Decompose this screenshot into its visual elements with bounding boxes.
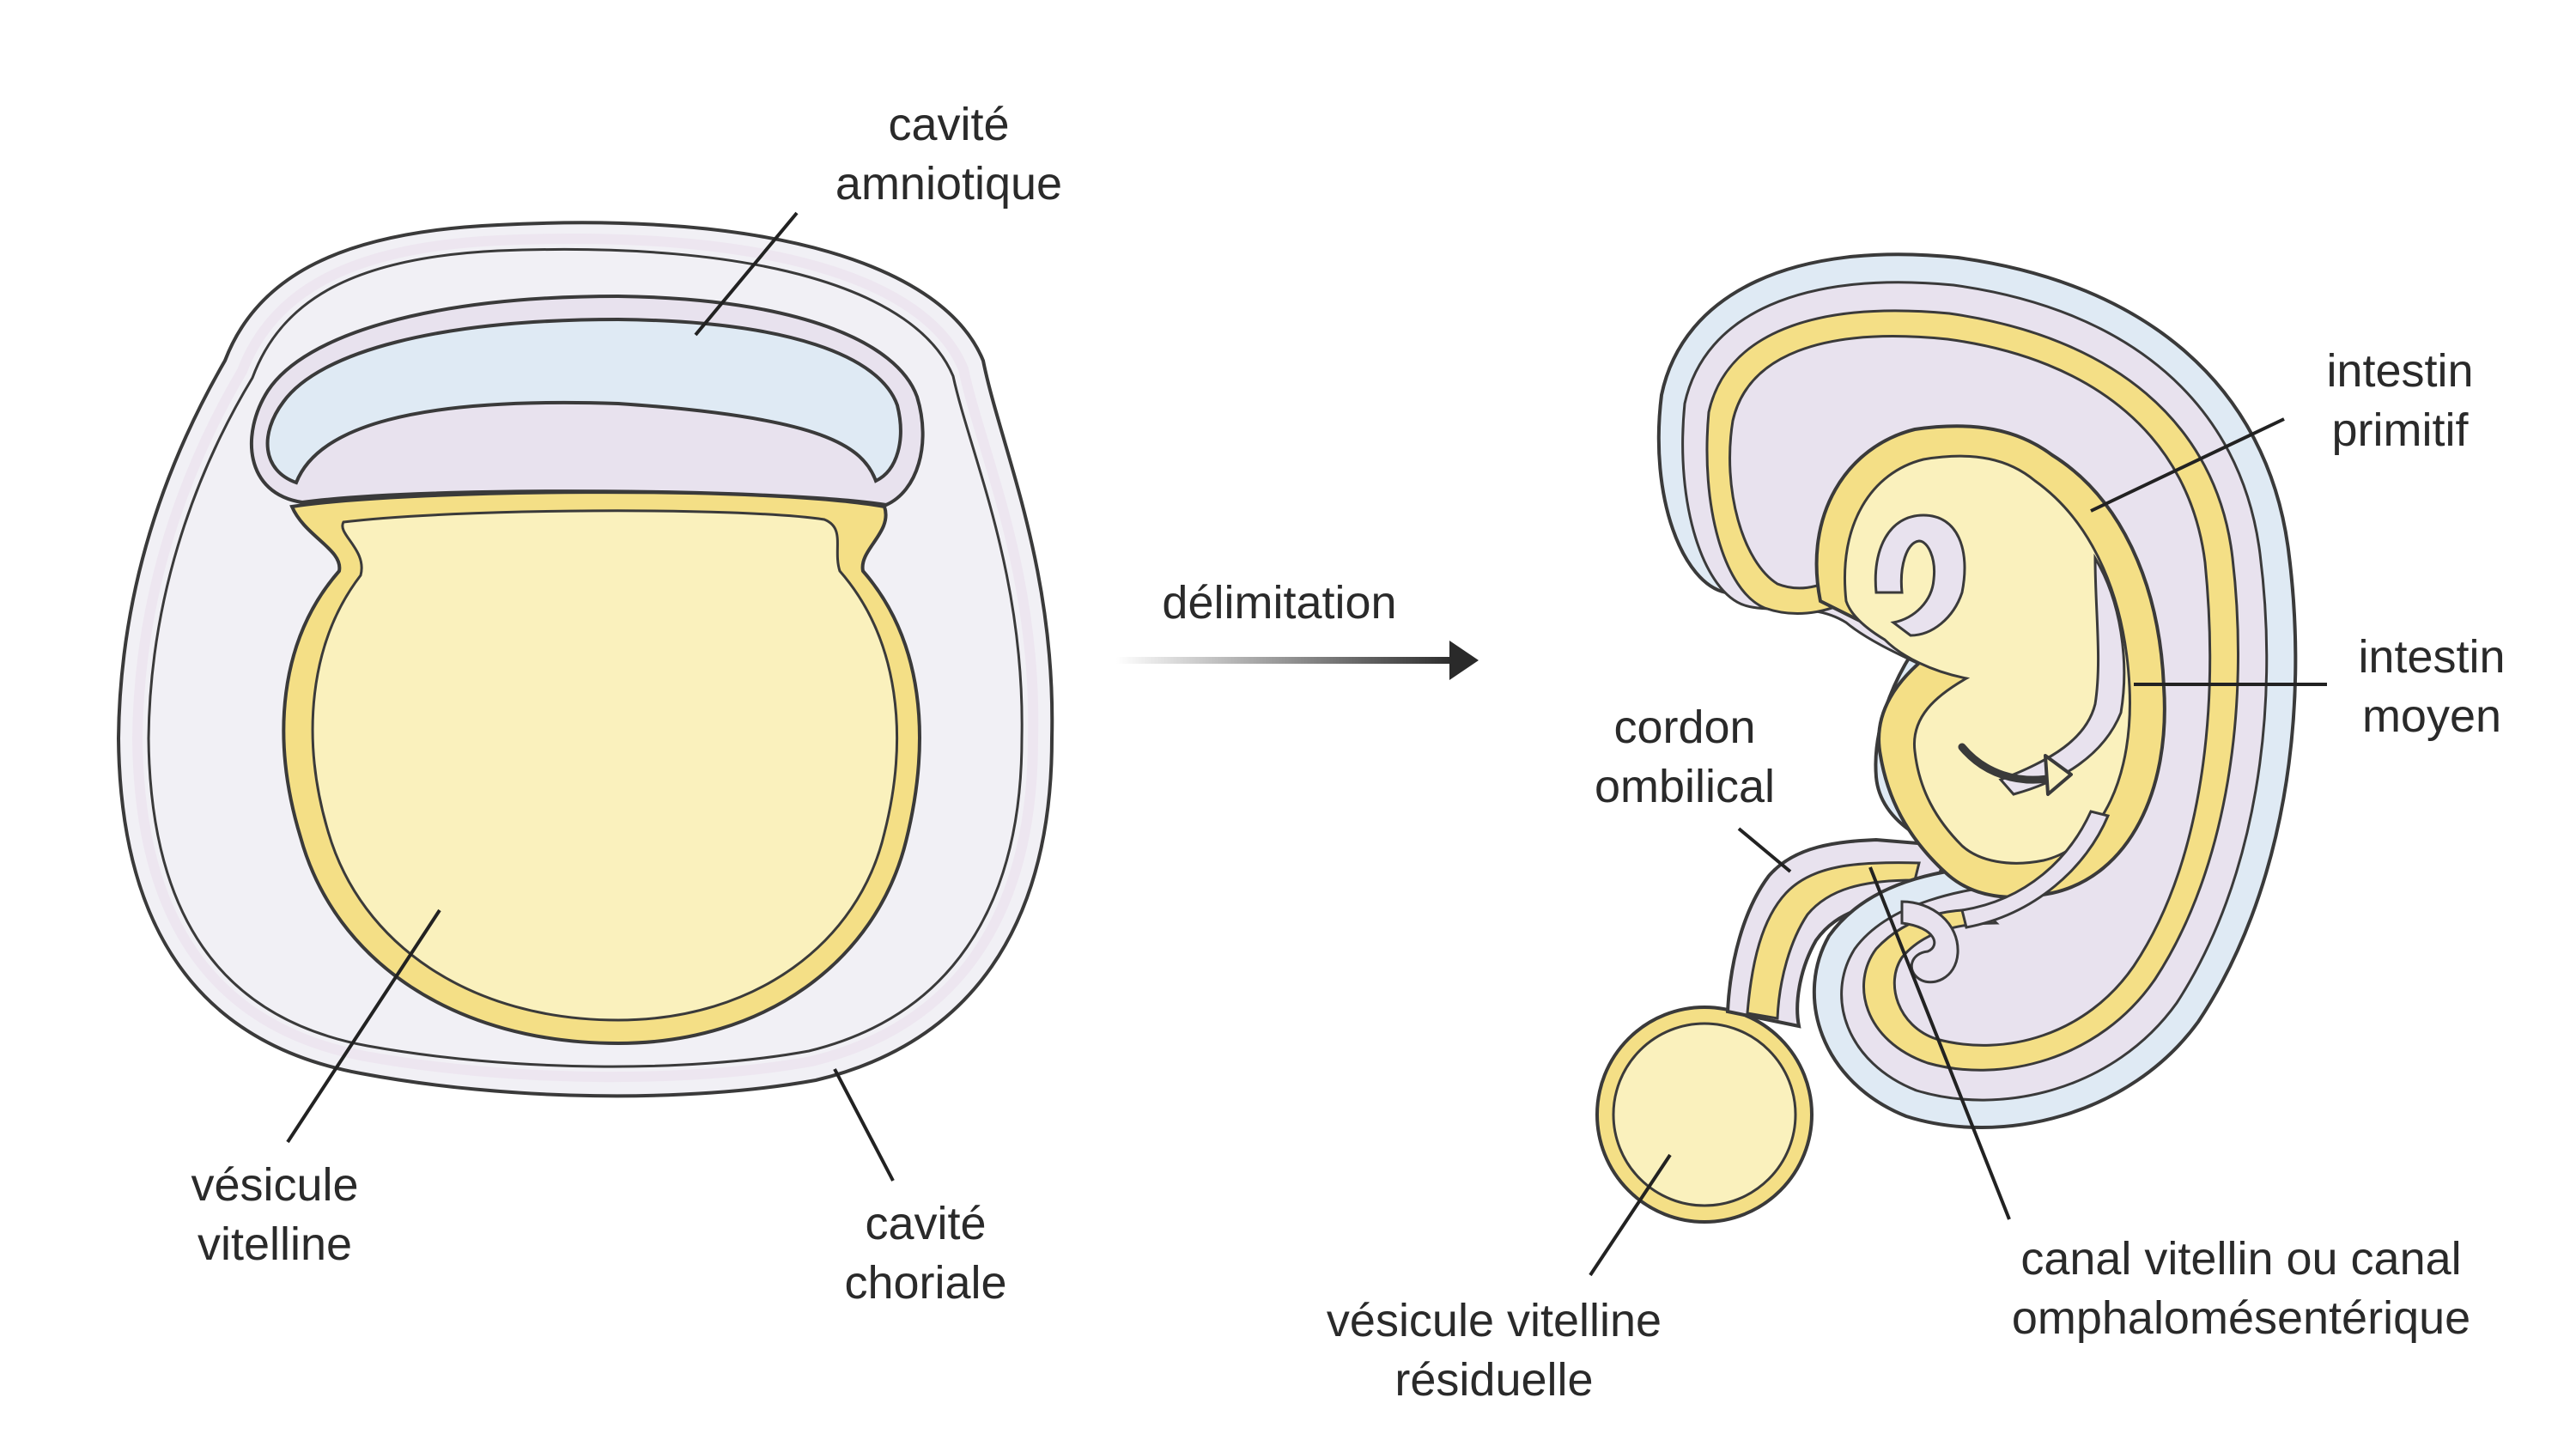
yolk-sac-inner-shape [311, 509, 898, 1022]
hindgut-fold [1960, 810, 2111, 929]
label-vitelline-duct-line1: canal vitellin ou canal [2020, 1233, 2461, 1285]
label-umbilical-cord-line1: cordon [1613, 702, 1755, 753]
leader-primitive-gut [2090, 417, 2285, 513]
rotation-arrowhead-icon [2044, 754, 2073, 796]
amniotic-cavity-shape [265, 317, 902, 485]
label-chorionic-cavity-line2: choriale [844, 1257, 1006, 1309]
label-amniotic-cavity-line1: cavité [888, 99, 1009, 150]
early-embryo-figure [116, 221, 1054, 1098]
residual-yolk-sac-inner [1612, 1022, 1797, 1207]
chorion-inner-contour [131, 234, 1039, 1083]
leader-chorionic-cavity [833, 1068, 895, 1182]
rotation-arrow-icon [1958, 743, 2061, 784]
leader-residual-yolk-sac [1589, 1153, 1672, 1277]
label-midgut: intestin moyen [2358, 631, 2505, 742]
label-residual-yolk-sac: vésicule vitelline résiduelle [1327, 1295, 1662, 1406]
label-vitelline-duct: canal vitellin ou canal omphalomésentéri… [2012, 1233, 2470, 1344]
label-primitive-gut-line1: intestin [2326, 345, 2473, 397]
allantois-hook [1900, 900, 1959, 984]
chorion-inner-line [147, 247, 1024, 1068]
label-chorionic-cavity: cavité choriale [844, 1198, 1006, 1309]
label-amniotic-cavity-line2: amniotique [835, 158, 1062, 210]
arrow-shaft [1116, 657, 1455, 664]
midgut-wedge [1998, 553, 2126, 796]
label-yolk-sac-line2: vitelline [197, 1218, 352, 1270]
leader-yolk-sac [286, 908, 441, 1144]
arrow-head [1449, 641, 1479, 680]
label-umbilical-cord-line2: ombilical [1595, 761, 1775, 812]
leader-lines [286, 211, 2327, 1277]
label-delimitation: délimitation [1162, 577, 1396, 629]
delimitation-arrow [1116, 641, 1479, 680]
leader-amniotic-cavity [694, 211, 799, 337]
label-yolk-sac-line1: vésicule [191, 1159, 358, 1211]
label-midgut-line1: intestin [2358, 631, 2505, 683]
label-primitive-gut-line2: primitif [2332, 404, 2470, 456]
label-midgut-line2: moyen [2362, 690, 2501, 742]
label-primitive-gut: intestin primitif [2326, 345, 2473, 456]
label-amniotic-cavity: cavité amniotique [835, 99, 1062, 210]
folded-embryo-figure [1595, 252, 2298, 1224]
vitelline-duct-shape [1746, 861, 1921, 1020]
label-residual-yolk-sac-line1: vésicule vitelline [1327, 1295, 1662, 1346]
foregut-fold [1874, 513, 1966, 637]
label-vitelline-duct-line2: omphalomésentérique [2012, 1292, 2470, 1344]
label-umbilical-cord: cordon ombilical [1595, 702, 1775, 812]
label-chorionic-cavity-line1: cavité [865, 1198, 986, 1249]
leader-vitelline-duct [1868, 866, 2011, 1220]
label-yolk-sac: vésicule vitelline [191, 1159, 358, 1270]
leader-umbilical-cord [1737, 827, 1792, 873]
label-residual-yolk-sac-line2: résiduelle [1394, 1354, 1593, 1406]
